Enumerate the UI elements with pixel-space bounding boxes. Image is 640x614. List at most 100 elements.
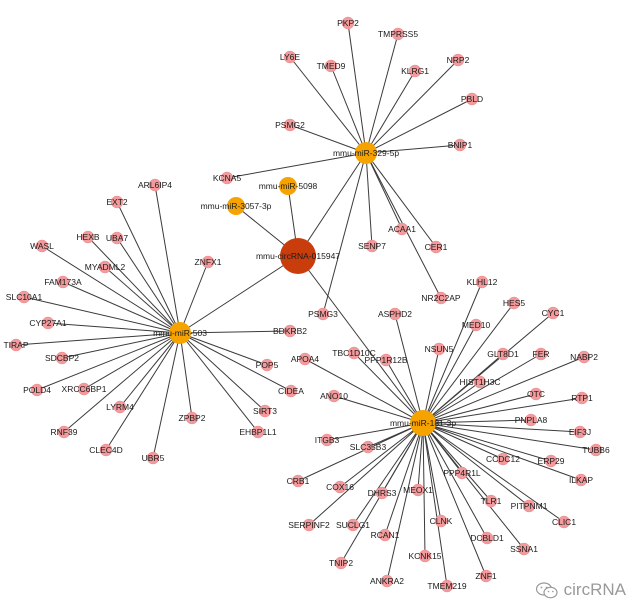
gene-node-crb1-circle: [291, 474, 305, 488]
edge-m181-CLNK: [422, 422, 442, 522]
gene-node-cox16-circle: [333, 480, 347, 494]
gene-node-ubr5: UBR5: [142, 451, 165, 465]
gene-node-znf1-circle: [479, 569, 493, 583]
gene-node-ano10-circle: [327, 389, 341, 403]
gene-node-kcnk15-circle: [418, 549, 432, 563]
gene-node-dcbld1-circle: [480, 531, 494, 545]
gene-node-cyp27a1-circle: [41, 316, 55, 330]
circrna-node: mmu-circRNA-015947: [256, 238, 340, 274]
edge-m181-TLR1: [422, 422, 492, 502]
gene-node-tmem219-circle: [440, 579, 454, 593]
edge-m503-HEXB: [87, 236, 181, 334]
gene-node-znf1: ZNF1: [475, 569, 497, 583]
gene-node-tlr1-label: TLR1: [481, 496, 502, 506]
edge-m181-ERP29: [422, 422, 552, 462]
gene-node-ext2-circle: [110, 195, 124, 209]
gene-node-sdcbp2-circle: [55, 351, 69, 365]
gene-node-hexb-circle: [81, 230, 95, 244]
gene-node-ubr5-label: UBR5: [142, 453, 165, 463]
edge-m181-SUCLG1: [352, 422, 424, 526]
edge-m329-CER1: [365, 152, 437, 248]
gene-node-cyc1-label: CYC1: [542, 308, 565, 318]
gene-node-hist1h3c-circle: [473, 375, 487, 389]
edge-m503-EXT2: [116, 201, 181, 334]
gene-node-ssna1-circle: [517, 542, 531, 556]
gene-node-xrcc6bp1-label: XRCC6BP1: [62, 384, 107, 394]
edge-m181-EIF3J: [422, 422, 581, 433]
edge-m181-DCBLD1: [422, 422, 488, 539]
gene-node-erp29-label: ERP29: [538, 456, 565, 466]
gene-node-itgb3-label: ITGB3: [315, 435, 340, 445]
gene-node-glt8d1-label: GLT8D1: [487, 349, 519, 359]
gene-node-ccdc12-label: CCDC12: [486, 454, 520, 464]
gene-node-cyp27a1: CYP27A1: [29, 316, 67, 330]
gene-node-kcna5: KCNA5: [213, 171, 241, 185]
gene-node-nabp2-label: NABP2: [570, 352, 598, 362]
gene-node-tmem219-label: TMEM219: [427, 581, 466, 591]
edge-m329-PSMG2: [289, 124, 367, 154]
gene-node-kcnk15: KCNK15: [408, 549, 442, 563]
gene-node-clnk-circle: [434, 514, 448, 528]
edge-m503-XRCC6BP1: [83, 332, 181, 390]
edge-m503-LYRM4: [119, 332, 181, 408]
gene-node-clic1-circle: [557, 515, 571, 529]
circrna-node-label: mmu-circRNA-015947: [256, 251, 340, 261]
gene-node-zpbp2-label: ZPBP2: [179, 413, 206, 423]
gene-node-tmprss5-circle: [391, 27, 405, 41]
gene-node-slc10a1: SLC10A1: [6, 290, 43, 304]
gene-node-tubb6-circle: [589, 443, 603, 457]
gene-node-hexb: HEXB: [76, 230, 100, 244]
gene-node-zpbp2-circle: [185, 411, 199, 425]
edge-m329-NRP2: [365, 59, 459, 154]
edge-m503-CIDEA: [179, 332, 292, 392]
gene-node-dcbld1-label: DCBLD1: [470, 533, 504, 543]
gene-node-znf1-label: ZNF1: [475, 571, 497, 581]
gene-node-tmprss5: TMPRSS5: [378, 27, 418, 41]
gene-node-nr2c2ap: NR2C2AP: [421, 291, 461, 305]
edge-circ-m181: [297, 255, 424, 424]
gene-node-dcbld1: DCBLD1: [470, 531, 504, 545]
mirna-node-m503-circle: [169, 322, 191, 344]
gene-node-ubr5-circle: [146, 451, 160, 465]
gene-node-tnip2-circle: [334, 556, 348, 570]
edge-m503-SLC10A1: [23, 296, 181, 334]
edge-m181-TBC1D10C: [353, 352, 424, 424]
gene-node-tmed9-circle: [324, 59, 338, 73]
mirna-node-m5098-label: mmu-miR-5098: [259, 181, 318, 191]
gene-node-otc-circle: [529, 387, 543, 401]
edge-m181-TUBB6: [422, 422, 597, 451]
gene-node-psmg3-label: PSMG3: [308, 309, 338, 319]
gene-node-crb1: CRB1: [287, 474, 310, 488]
gene-node-slc10a1-circle: [17, 290, 31, 304]
gene-node-tbc1d10c: TBC1D10C: [332, 346, 376, 360]
gene-node-clic1-label: CLIC1: [552, 517, 576, 527]
gene-node-pold4-circle: [30, 383, 44, 397]
mirna-node-m329-label: mmu-miR-329-5p: [333, 148, 399, 158]
gene-node-rnf39: RNF39: [51, 425, 78, 439]
gene-node-serpinf2-circle: [302, 518, 316, 532]
gene-node-xrcc6bp1: XRCC6BP1: [62, 382, 107, 396]
gene-node-slc10a1-label: SLC10A1: [6, 292, 43, 302]
gene-node-arl6ip4-label: ARL6IP4: [138, 180, 172, 190]
gene-node-nabp2: NABP2: [570, 350, 598, 364]
edge-m503-ZPBP2: [179, 332, 193, 419]
gene-node-itgb3-circle: [320, 433, 334, 447]
edge-m503-CLEC4D: [105, 332, 181, 451]
gene-node-hes5-label: HES5: [503, 298, 525, 308]
edge-m181-CCDC12: [422, 422, 504, 460]
gene-node-lyrm4-label: LYRM4: [106, 402, 134, 412]
gene-node-sdcbp2: SDCBP2: [45, 351, 79, 365]
gene-node-med10-label: MED10: [462, 320, 491, 330]
gene-node-rtp1-circle: [575, 391, 589, 405]
gene-node-psmg2-label: PSMG2: [275, 120, 305, 130]
edge-m329-KCNA5: [226, 152, 367, 179]
gene-node-clec4d: CLEC4D: [89, 443, 123, 457]
gene-node-klhl12: KLHL12: [467, 275, 498, 289]
gene-node-tmed9: TMED9: [317, 59, 346, 73]
mirna-node-m181: mmu-miR-181-3p: [390, 410, 456, 436]
gene-node-fam173a-circle: [56, 275, 70, 289]
edge-m329-LY6E: [289, 56, 367, 154]
edge-m503-SIRT3: [179, 332, 266, 412]
mirna-node-m181-label: mmu-miR-181-3p: [390, 418, 456, 428]
